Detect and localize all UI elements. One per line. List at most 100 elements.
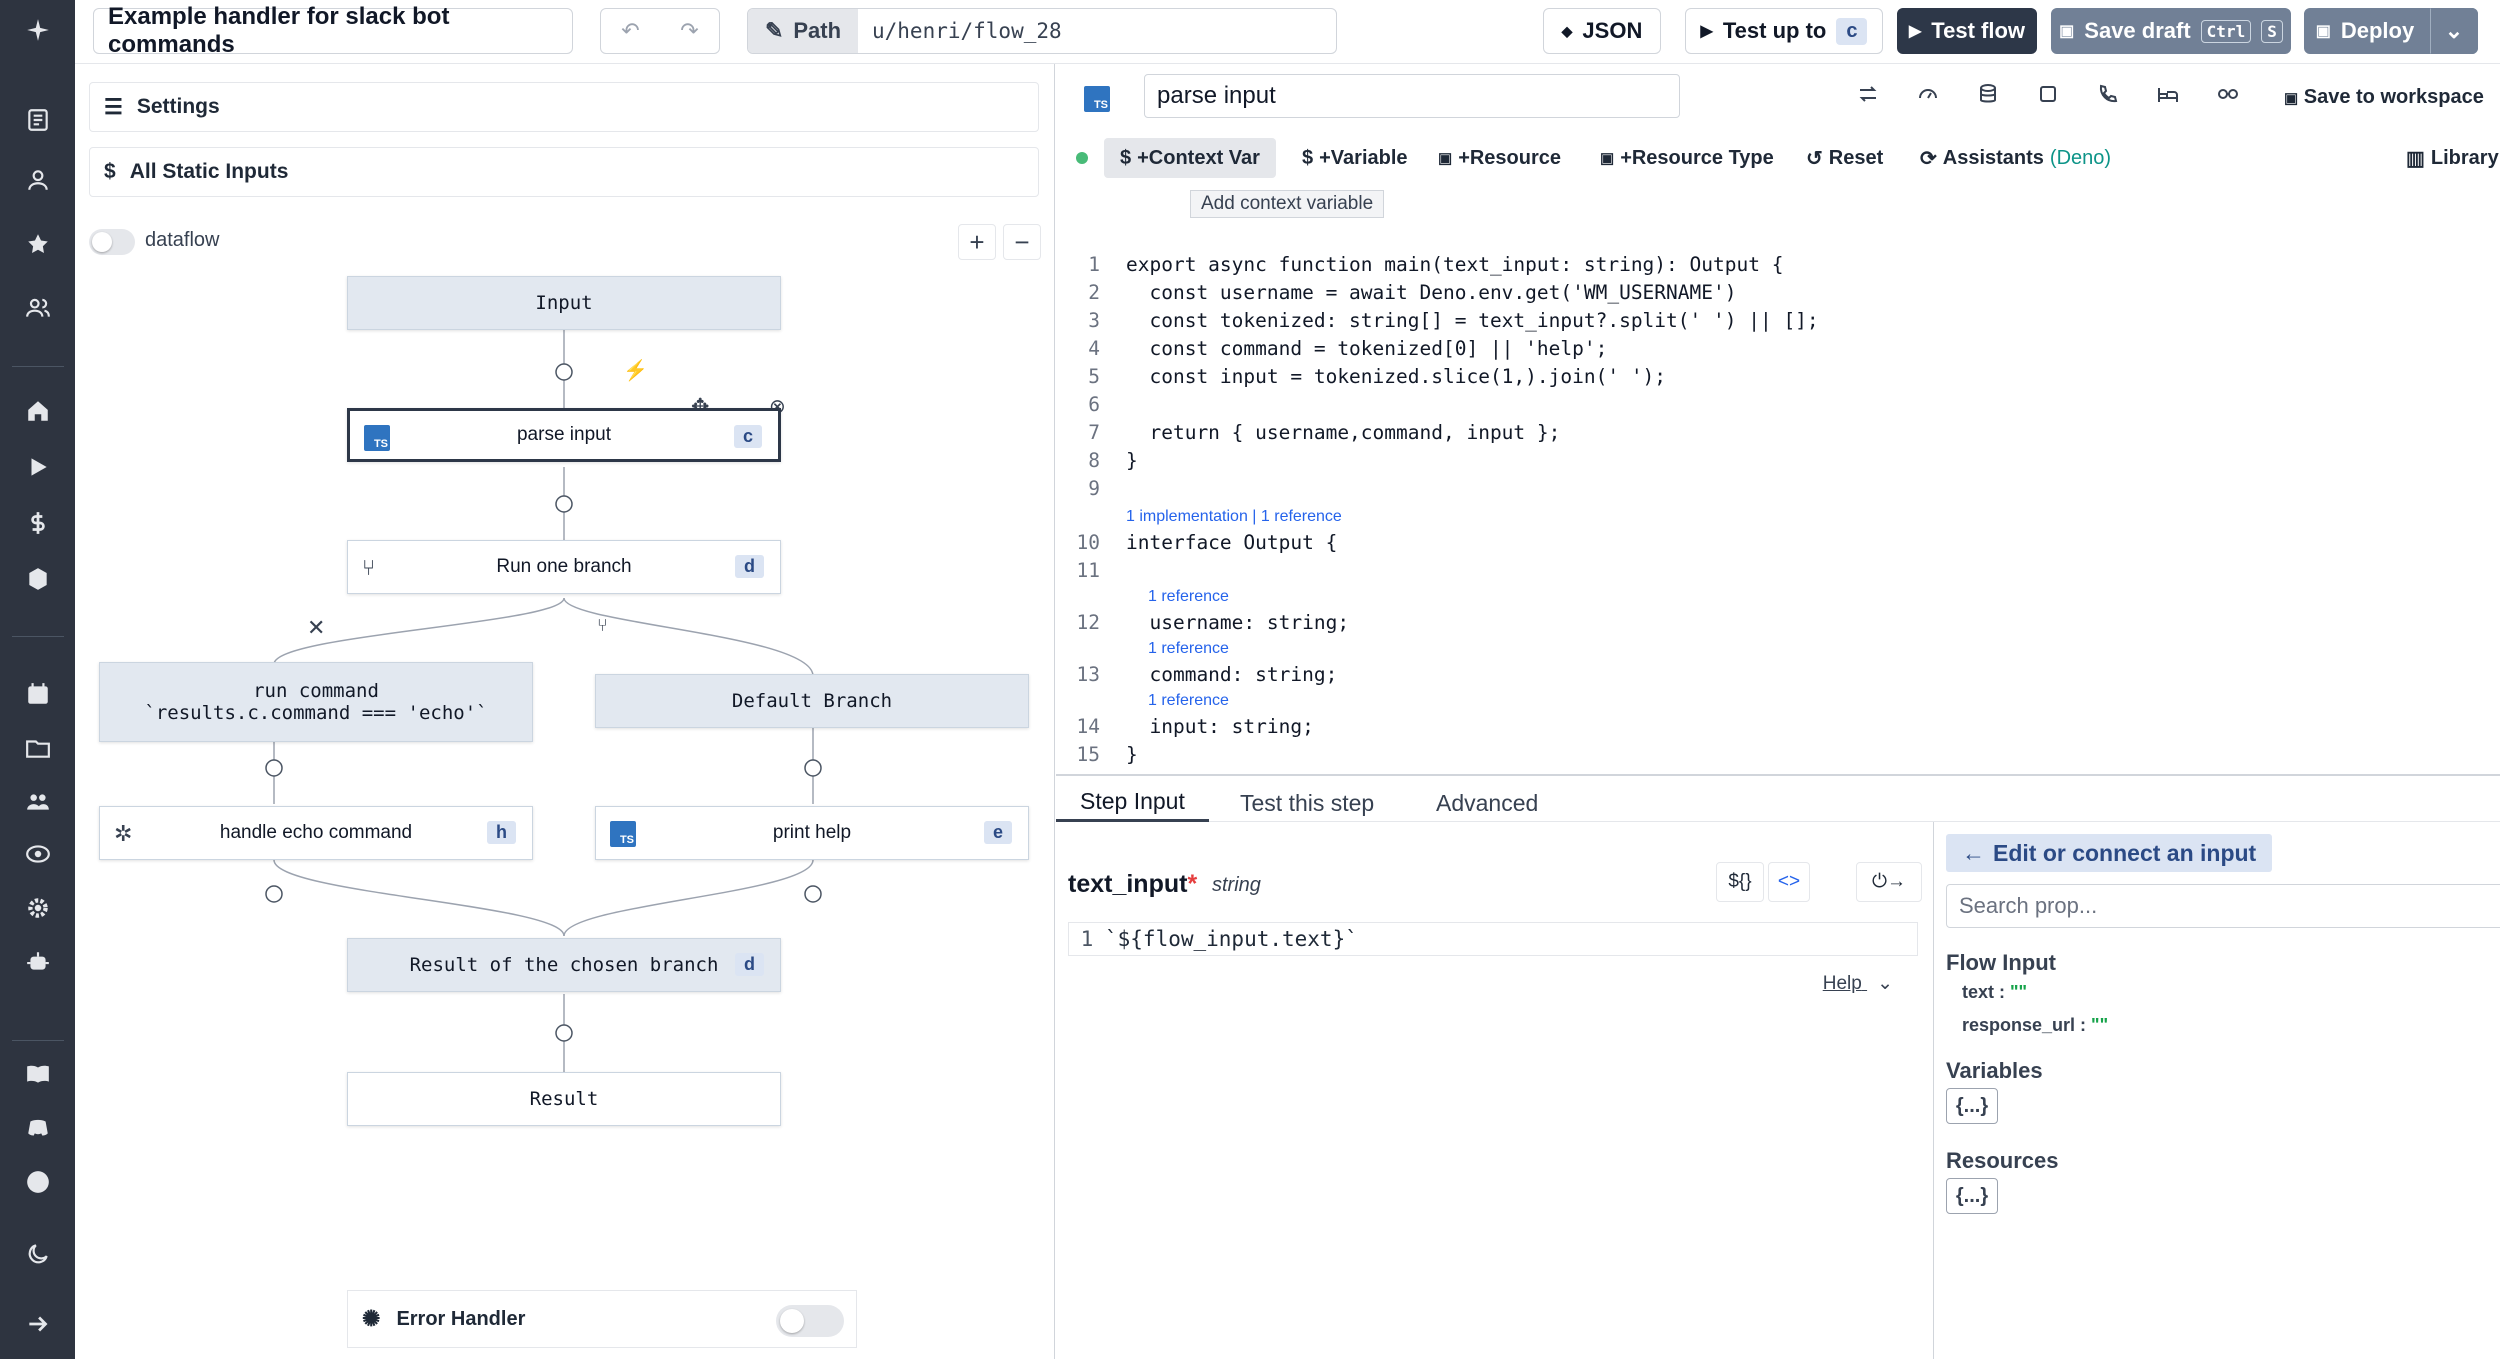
flow-node-print-help[interactable]: TS print help e: [595, 806, 1029, 860]
workers-icon[interactable]: [22, 946, 54, 978]
test-flow-button[interactable]: ▶ Test flow: [1897, 8, 2037, 54]
json-button[interactable]: ◆ JSON: [1543, 8, 1661, 54]
folders-icon[interactable]: [22, 732, 54, 764]
step-name-input[interactable]: parse input: [1144, 74, 1680, 118]
dataflow-label: dataflow: [145, 229, 220, 251]
save-draft-button[interactable]: ▣ Save draft Ctrl S: [2051, 8, 2291, 54]
help-toggle[interactable]: Help ⌄: [1823, 972, 1893, 995]
code-lens[interactable]: 1 reference: [1148, 640, 1229, 657]
edit-connect-input-button[interactable]: ← Edit or connect an input: [1946, 834, 2273, 872]
code-line: 11: [1076, 558, 1100, 582]
user-icon[interactable]: [22, 164, 54, 196]
code-lens[interactable]: 1 reference: [1148, 692, 1229, 709]
add-context-var-button[interactable]: $+Context Var: [1104, 138, 1276, 178]
code-lens[interactable]: 1 implementation | 1 reference: [1126, 508, 1342, 525]
flow-branch-default[interactable]: Default Branch: [595, 674, 1029, 728]
resources-icon[interactable]: [22, 563, 54, 595]
path-toggle-button[interactable]: ✎ Path: [748, 9, 858, 53]
expand-sidebar-icon[interactable]: [22, 1308, 54, 1340]
trigger-bolt-icon[interactable]: ⚡: [623, 360, 648, 382]
redo-icon[interactable]: ↷: [680, 18, 699, 43]
connect-plug-icon[interactable]: ⏻→: [1856, 862, 1922, 902]
code-mode-button[interactable]: <>: [1768, 862, 1810, 902]
sleep-icon[interactable]: [2156, 82, 2184, 110]
dataflow-toggle[interactable]: [89, 229, 135, 255]
branch-icon: ⑂: [362, 555, 376, 580]
github-icon[interactable]: [22, 1166, 54, 1198]
suspend-icon[interactable]: [2096, 82, 2124, 110]
flow-node-input[interactable]: Input: [347, 276, 781, 330]
add-resource-type-button[interactable]: ▣+Resource Type: [1594, 138, 1780, 178]
error-handler-toggle[interactable]: [776, 1305, 844, 1337]
static-inputs-row[interactable]: $ All Static Inputs: [89, 147, 1039, 197]
flow-node-parse-input[interactable]: TS parse input c: [347, 408, 781, 462]
stop-icon[interactable]: [2036, 82, 2064, 110]
flow-input-field[interactable]: text : "": [1962, 982, 2028, 1002]
discord-icon[interactable]: [22, 1112, 54, 1144]
users-icon[interactable]: [22, 292, 54, 324]
timeout-icon[interactable]: [1916, 82, 1944, 110]
typescript-icon: TS: [610, 821, 636, 847]
retries-icon[interactable]: [1856, 82, 1884, 110]
code-lens[interactable]: 1 reference: [1148, 588, 1229, 605]
tab-step-input[interactable]: Step Input: [1056, 784, 1209, 822]
line-number: 1: [1080, 927, 1094, 951]
flow-input-field[interactable]: response_url : "": [1962, 1015, 2109, 1035]
add-variable-button[interactable]: $+Variable: [1296, 138, 1414, 178]
expression-editor[interactable]: 1 `${flow_input.text}`: [1068, 922, 1918, 956]
settings-row[interactable]: ☰ Settings: [89, 82, 1039, 132]
mock-icon[interactable]: [2216, 82, 2244, 110]
flow-node-result[interactable]: Result: [347, 1072, 781, 1126]
expression-value: `${flow_input.text}`: [1105, 927, 1358, 951]
library-button[interactable]: ▥Library: [2400, 138, 2500, 178]
deploy-menu-chevron-icon[interactable]: ⌄: [2430, 8, 2478, 54]
audit-logs-icon[interactable]: [22, 838, 54, 870]
node-label: parse input: [516, 424, 611, 445]
branch-label: run command: [253, 680, 379, 702]
json-label: JSON: [1582, 18, 1643, 43]
cache-icon[interactable]: [1976, 82, 2004, 110]
input-transform-pane: text_input* string ${} <> ⏻→ 1 `${flow_i…: [1056, 822, 1934, 1359]
test-up-to-button[interactable]: ▶ Test up to c: [1685, 8, 1883, 54]
test-up-to-label: Test up to: [1722, 18, 1827, 43]
dashboard-icon[interactable]: [22, 104, 54, 136]
code-line: 7 return { username,command, input };: [1088, 420, 1561, 444]
path-field[interactable]: ✎ Path u/henri/flow_28: [747, 8, 1337, 54]
tab-test-this-step[interactable]: Test this step: [1240, 789, 1375, 816]
groups-icon[interactable]: [22, 786, 54, 818]
error-handler-label: Error Handler: [396, 1307, 526, 1330]
windmill-logo-icon[interactable]: [22, 14, 54, 46]
reset-button[interactable]: ↺Reset: [1800, 138, 1889, 178]
flow-node-handle-echo[interactable]: ✲ handle echo command h: [99, 806, 533, 860]
resources-expand-button[interactable]: {...}: [1946, 1178, 1998, 1214]
delete-branch-icon[interactable]: ✕: [307, 615, 326, 640]
home-icon[interactable]: [22, 395, 54, 427]
variables-icon[interactable]: [22, 507, 54, 539]
star-icon[interactable]: [22, 228, 54, 260]
save-to-workspace-button[interactable]: ▣ Save to workspace: [2284, 86, 2484, 109]
schedules-icon[interactable]: [22, 678, 54, 710]
kbd-s: S: [2261, 19, 2283, 43]
search-prop-input[interactable]: Search prop...: [1946, 884, 2500, 928]
docs-icon[interactable]: [22, 1058, 54, 1090]
flow-branch-run-command[interactable]: run command `results.c.command === 'echo…: [99, 662, 533, 742]
add-branch-icon[interactable]: ⑂: [597, 615, 608, 635]
flow-summary-input[interactable]: Example handler for slack bot commands: [93, 3, 573, 58]
static-mode-button[interactable]: ${}: [1716, 862, 1764, 902]
tab-advanced[interactable]: Advanced: [1436, 789, 1539, 816]
dark-mode-icon[interactable]: [22, 1238, 54, 1270]
code-line: 8}: [1088, 448, 1138, 472]
assistants-label: Assistants: [1942, 146, 2044, 169]
flow-node-run-one-branch[interactable]: ⑂ Run one branch d: [347, 540, 781, 594]
add-resource-button[interactable]: ▣+Resource: [1432, 138, 1567, 178]
runs-icon[interactable]: [22, 451, 54, 483]
error-handler-row[interactable]: ✺ Error Handler: [347, 1290, 857, 1348]
undo-icon[interactable]: ↶: [621, 18, 640, 43]
assistants-button[interactable]: ⟳Assistants(Deno): [1914, 138, 2117, 178]
zoom-in-button[interactable]: +: [958, 224, 996, 260]
zoom-out-button[interactable]: −: [1003, 224, 1041, 260]
variables-expand-button[interactable]: {...}: [1946, 1088, 1998, 1124]
flow-node-result-chosen-branch[interactable]: Result of the chosen branch d: [347, 938, 781, 992]
workspace-settings-icon[interactable]: [22, 892, 54, 924]
